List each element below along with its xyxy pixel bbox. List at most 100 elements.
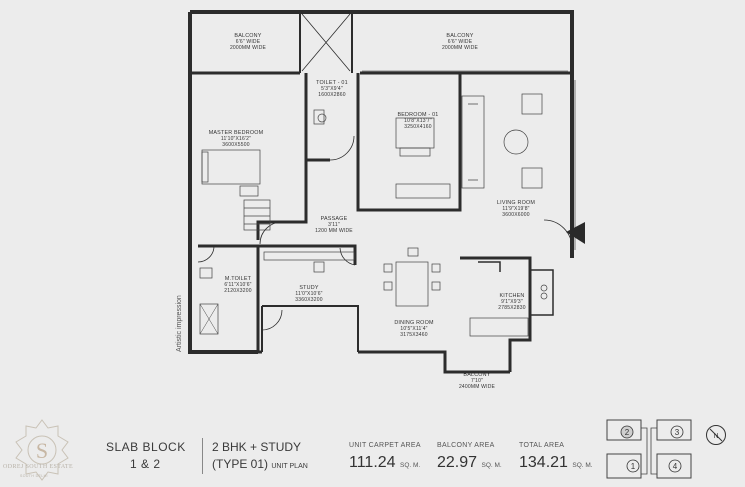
study-wall bbox=[258, 244, 357, 265]
room-dim: 11'10"X16'2" bbox=[220, 136, 252, 142]
carpet-area-value: 111.24 SQ. M. bbox=[349, 454, 420, 472]
logo-letter: S bbox=[36, 438, 48, 463]
living-chair-1 bbox=[521, 93, 543, 115]
balcony-area-value: 22.97 SQ. M. bbox=[437, 454, 502, 472]
key-plan-block-2 bbox=[620, 425, 634, 439]
room-name: PASSAGE bbox=[320, 216, 348, 222]
room-name: BALCONY bbox=[446, 33, 474, 39]
unit-type-code: (TYPE 01) UNIT PLAN bbox=[212, 457, 308, 471]
carpet-value: 111.24 bbox=[349, 454, 396, 471]
block-1-label: 1 bbox=[631, 462, 636, 471]
room-name: BALCONY bbox=[463, 372, 491, 378]
room-dim: 11'0"X10'6" bbox=[295, 291, 323, 297]
study-bottom bbox=[261, 305, 359, 352]
room-name: KITCHEN bbox=[499, 293, 525, 299]
mtoilet-wall bbox=[198, 244, 260, 352]
total-area-value: 134.21 SQ. M. bbox=[519, 454, 593, 472]
type-code: (TYPE 01) bbox=[212, 457, 269, 471]
key-plan-block-4 bbox=[668, 459, 682, 473]
door-arc bbox=[329, 135, 355, 161]
key-plan: 2 3 1 4 bbox=[606, 419, 692, 479]
balcony-value: 22.97 bbox=[437, 454, 478, 471]
shaft-wall bbox=[299, 12, 353, 73]
living-sofa bbox=[461, 95, 485, 189]
door-arc-2 bbox=[259, 221, 283, 245]
room-name: BEDROOM - 01 bbox=[397, 112, 439, 118]
compass-icon: N bbox=[706, 425, 726, 445]
room-dim: 6'6" WIDE bbox=[447, 39, 473, 45]
room-dim: 6'11"X10'6" bbox=[224, 282, 252, 288]
key-plan-block-3 bbox=[670, 425, 684, 439]
room-study: STUDY 11'0"X10'6" 3360X3200 bbox=[276, 285, 342, 303]
room-name: BALCONY bbox=[234, 33, 262, 39]
master-bed bbox=[201, 149, 261, 185]
room-dim: 5'3"X9'4" bbox=[321, 86, 343, 92]
balcony-area-label: BALCONY AREA bbox=[437, 442, 495, 449]
room-living: LIVING ROOM 11'9"X19'8" 3600X6000 bbox=[488, 200, 544, 218]
compass-letter: N bbox=[713, 433, 718, 440]
room-m-toilet: M.TOILET 6'11"X10'6" 2120X3200 bbox=[212, 276, 264, 294]
room-dim: 10'5"X11'4" bbox=[400, 326, 428, 332]
bedroom-wall bbox=[356, 73, 462, 212]
room-dining: DINING ROOM 10'5"X11'4" 3175X3460 bbox=[384, 320, 444, 338]
room-size: 3600X5500 bbox=[222, 142, 250, 148]
kitchen-wall bbox=[460, 256, 532, 372]
room-passage: PASSAGE 3'11" 1200 MM WIDE bbox=[302, 216, 366, 234]
door-arc-5 bbox=[261, 309, 283, 331]
room-balcony-left: BALCONY 6'6" WIDE 2000MM WIDE bbox=[208, 33, 288, 51]
room-size: 1600X2860 bbox=[318, 92, 346, 98]
unit-label: SQ. M. bbox=[400, 462, 421, 469]
door-arc-3 bbox=[339, 247, 356, 266]
room-size: 3250X4160 bbox=[404, 124, 432, 130]
room-name: TOILET - 01 bbox=[316, 80, 348, 86]
bottom-wall bbox=[258, 350, 510, 374]
room-dim: 11'9"X19'8" bbox=[502, 206, 530, 212]
room-size: 3360X3200 bbox=[295, 297, 323, 303]
brand-name: ODREJ SOUTH ESTATE bbox=[3, 464, 74, 470]
room-size: 2000MM WIDE bbox=[441, 45, 479, 51]
room-size: 2785X2830 bbox=[498, 305, 526, 311]
door-arc-4 bbox=[543, 219, 573, 249]
slab-block-label: SLAB BLOCK bbox=[106, 440, 186, 454]
block-3-label: 3 bbox=[675, 428, 680, 437]
brand-logo: S bbox=[15, 419, 69, 481]
room-name: LIVING ROOM bbox=[496, 200, 536, 206]
key-plan-block-1 bbox=[626, 459, 640, 473]
shaft-cross bbox=[301, 13, 351, 72]
total-area-label: TOTAL AREA bbox=[519, 442, 565, 449]
room-dim: 9'1"X9'3" bbox=[501, 299, 523, 305]
room-size: 2400MM WIDE bbox=[458, 384, 496, 390]
dining-table bbox=[395, 261, 429, 307]
room-name: M.TOILET bbox=[224, 276, 252, 282]
brand-location: SOUTH DELHI bbox=[20, 474, 48, 478]
room-bedroom-01: BEDROOM - 01 10'8"X13'7" 3250X4160 bbox=[380, 112, 456, 130]
artistic-impression-note: Artistic impression bbox=[176, 295, 183, 352]
slab-block-number: 1 & 2 bbox=[130, 457, 161, 471]
room-master-bedroom: MASTER BEDROOM 11'10"X16'2" 3600X5500 bbox=[196, 130, 276, 148]
room-size: 3175X3460 bbox=[400, 332, 428, 338]
room-size: 1200 MM WIDE bbox=[315, 228, 353, 234]
block-4-label: 4 bbox=[673, 462, 678, 471]
total-value: 134.21 bbox=[519, 454, 568, 471]
room-name: MASTER BEDROOM bbox=[208, 130, 264, 136]
glazing bbox=[200, 70, 568, 74]
divider bbox=[202, 438, 203, 474]
room-dim: 10'8"X13'7" bbox=[404, 118, 432, 124]
room-balcony-bottom: BALCONY 7'10" 2400MM WIDE bbox=[444, 372, 510, 390]
unit-type: 2 BHK + STUDY bbox=[212, 440, 302, 454]
room-dim: 3'11" bbox=[328, 222, 340, 228]
room-dim: 7'10" bbox=[470, 378, 484, 384]
unit-label: SQ. M. bbox=[572, 462, 593, 469]
carpet-area-label: UNIT CARPET AREA bbox=[349, 442, 421, 449]
living-chair-2 bbox=[521, 167, 543, 189]
living-table bbox=[503, 129, 529, 155]
room-balcony-right: BALCONY 6'6" WIDE 2000MM WIDE bbox=[420, 33, 500, 51]
unit-plan-label: UNIT PLAN bbox=[271, 463, 308, 470]
room-name: STUDY bbox=[299, 285, 319, 291]
block-2-label: 2 bbox=[625, 428, 630, 437]
room-size: 2120X3200 bbox=[224, 288, 252, 294]
unit-label: SQ. M. bbox=[481, 462, 502, 469]
room-kitchen: KITCHEN 9'1"X9'3" 2785X2830 bbox=[484, 293, 540, 311]
door-arc-6 bbox=[197, 245, 215, 263]
